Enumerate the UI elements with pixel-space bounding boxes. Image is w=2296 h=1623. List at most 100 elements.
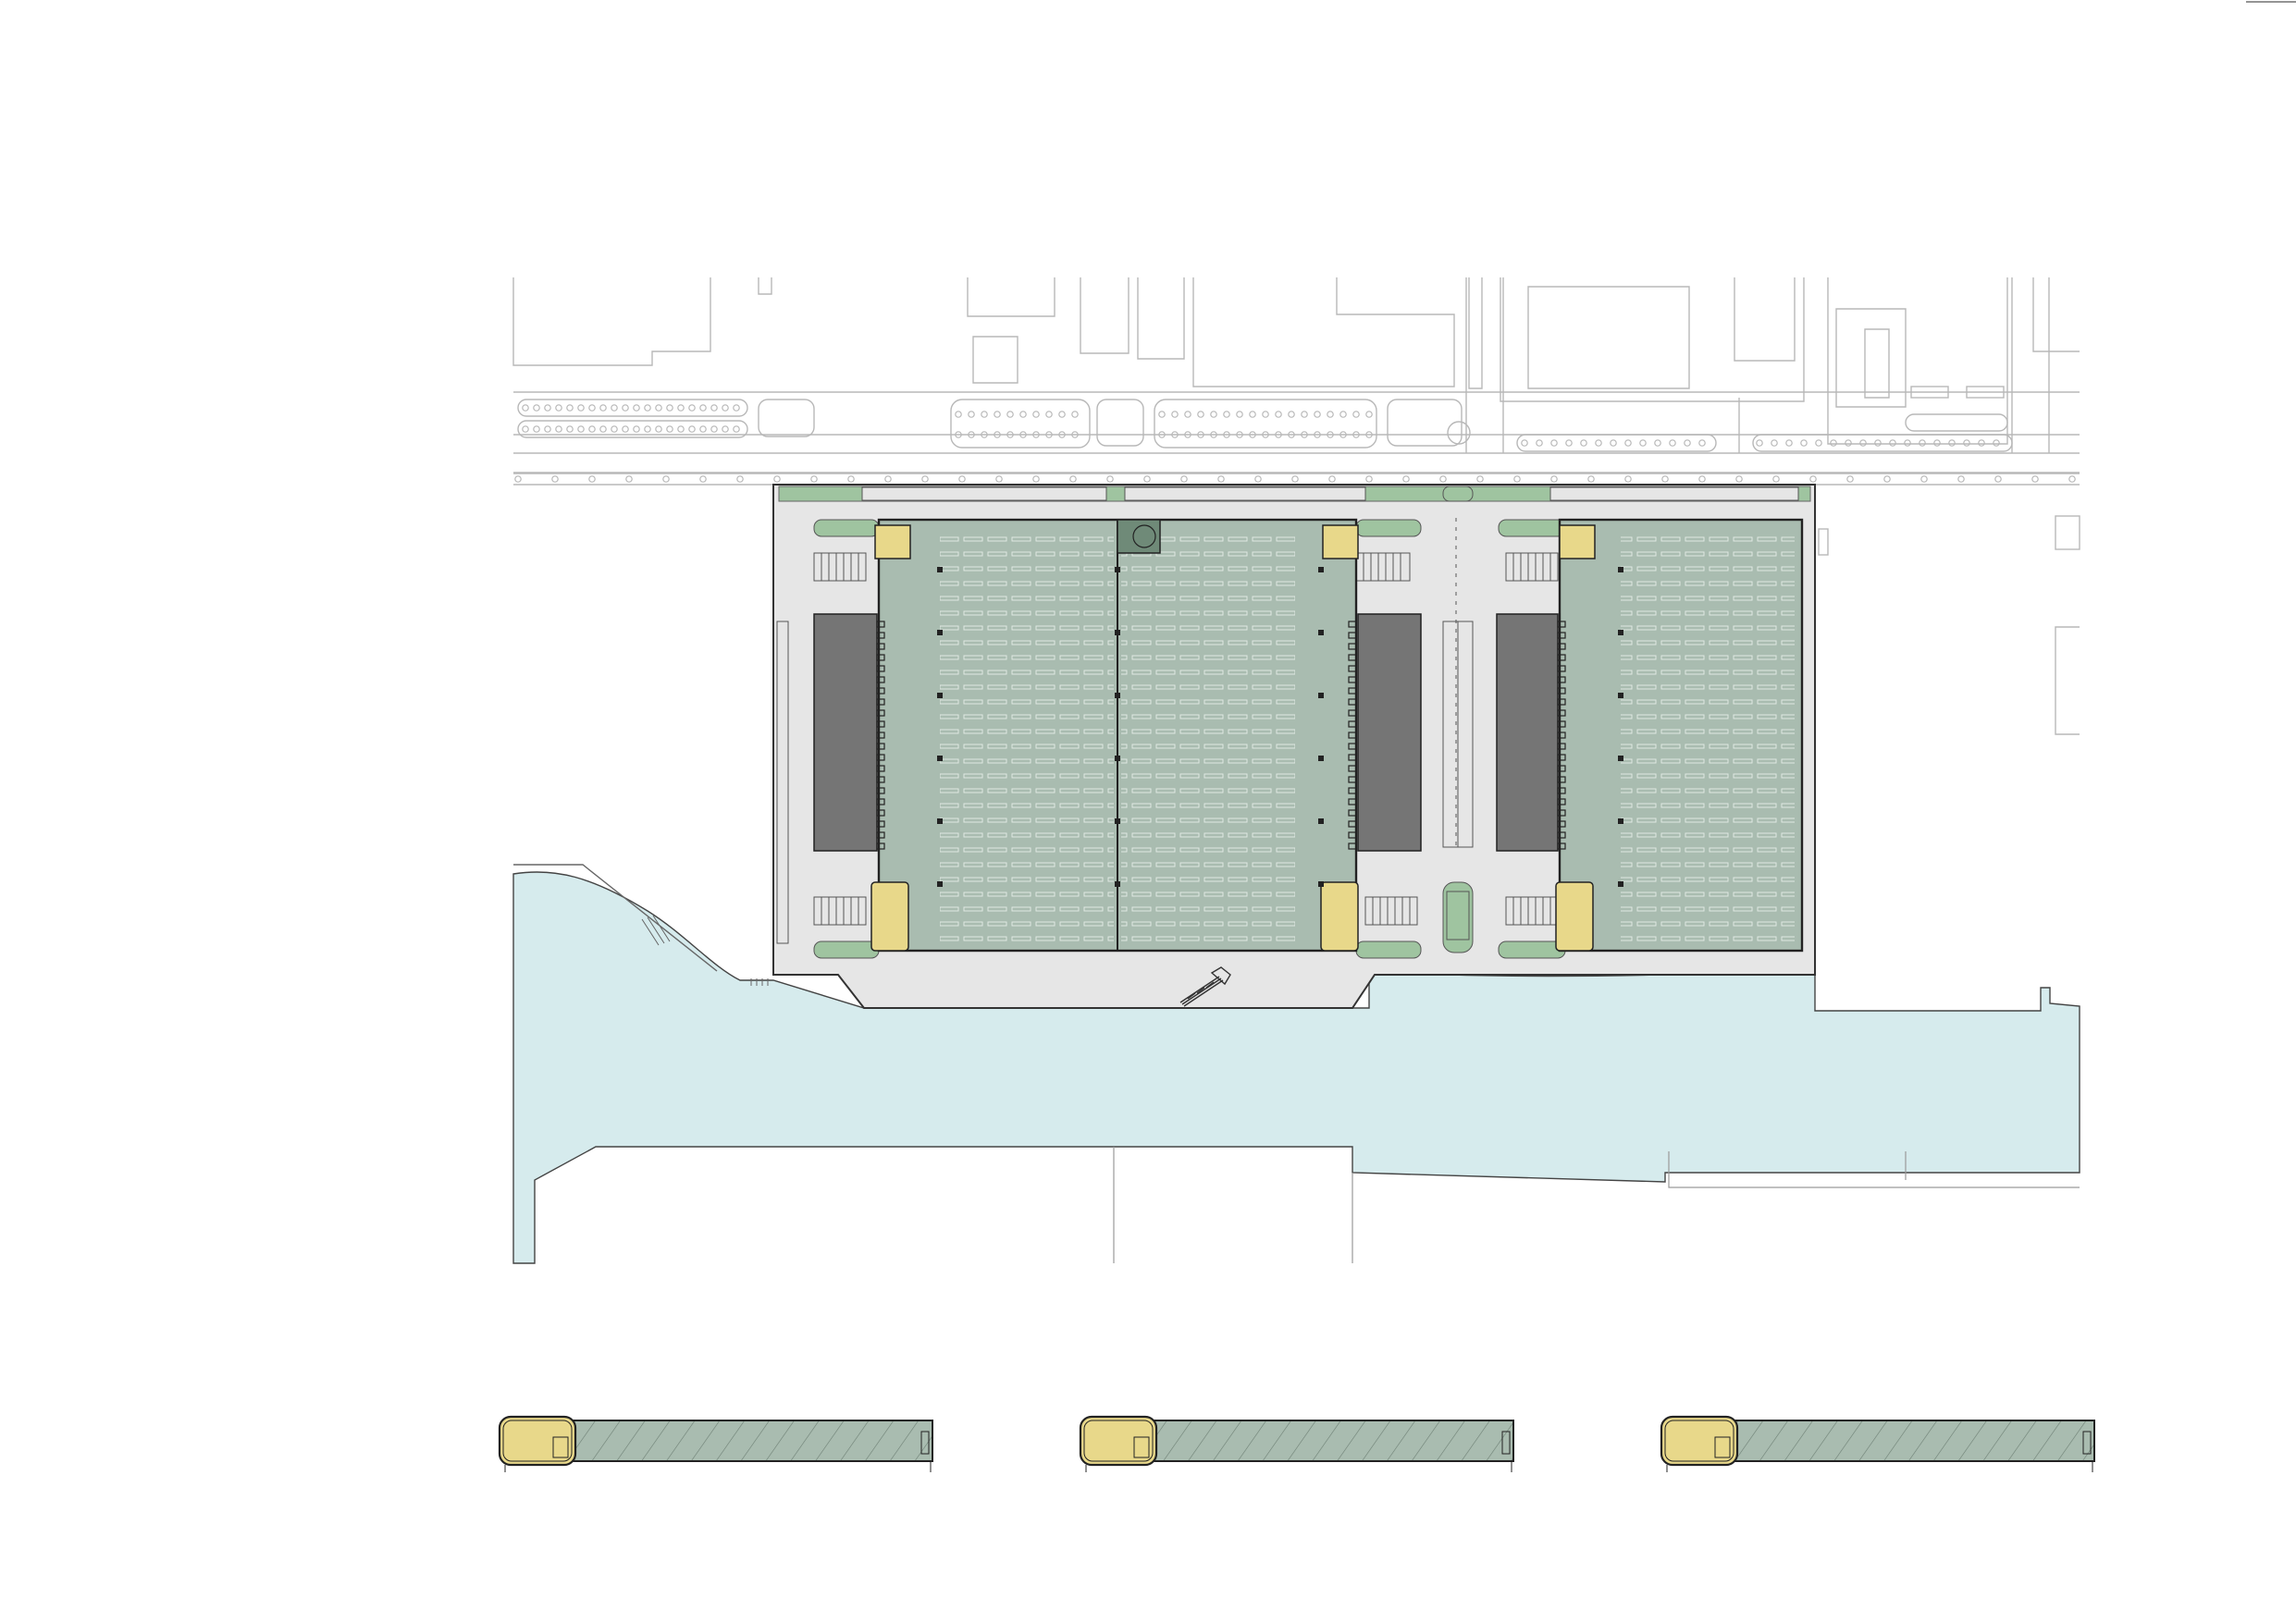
tree-icon xyxy=(1800,439,1808,447)
tree-icon xyxy=(1301,431,1308,438)
elevation-hall xyxy=(1154,1420,1514,1462)
dock-door xyxy=(876,698,885,706)
dock-door xyxy=(1557,765,1566,772)
tree-icon xyxy=(1698,475,1706,483)
tree-icon xyxy=(1957,475,1965,483)
tree-icon xyxy=(1236,431,1243,438)
green-island-6 xyxy=(1498,941,1566,959)
tree-icon xyxy=(1904,439,1911,447)
tree-icon xyxy=(1624,439,1632,447)
tree-icon xyxy=(1171,431,1179,438)
tree-icon xyxy=(514,475,522,483)
tree-icon xyxy=(1210,411,1217,418)
dock-door xyxy=(1348,776,1357,783)
green-island-1 xyxy=(813,519,880,537)
dock-door xyxy=(1557,809,1566,817)
dock-door xyxy=(876,621,885,628)
dock-door xyxy=(1557,632,1566,639)
dock-door xyxy=(1557,654,1566,661)
tree-icon xyxy=(1314,431,1321,438)
tree-icon xyxy=(625,475,633,483)
roundabout xyxy=(1447,421,1471,445)
dock-door xyxy=(1557,732,1566,739)
green-island-2 xyxy=(1355,519,1422,537)
context-building-8 xyxy=(1468,277,1483,389)
tree-icon xyxy=(1288,411,1295,418)
dock-door xyxy=(1348,754,1357,761)
tree-icon xyxy=(1301,411,1308,418)
tree-icon xyxy=(666,425,673,433)
tree-icon xyxy=(1019,431,1027,438)
tree-icon xyxy=(688,404,696,412)
tree-icon xyxy=(1536,439,1543,447)
dock-door xyxy=(876,665,885,672)
dock-door xyxy=(876,776,885,783)
tree-icon xyxy=(1920,475,1928,483)
warehouse-a-racks-right xyxy=(1121,529,1295,941)
tree-icon xyxy=(1919,439,1926,447)
tree-icon xyxy=(1158,411,1166,418)
tree-icon xyxy=(1846,475,1854,483)
tree-icon xyxy=(1045,411,1053,418)
elevation-gate xyxy=(1501,1431,1511,1455)
front-canopy-2 xyxy=(1124,486,1366,501)
warehouse-b-office-south xyxy=(1555,881,1594,952)
column-marker xyxy=(1618,630,1623,635)
tree-icon xyxy=(733,425,740,433)
dock-door xyxy=(1348,621,1357,628)
elevation-drawings xyxy=(498,1415,2095,1472)
tree-icon xyxy=(1587,475,1595,483)
tree-icon xyxy=(1184,431,1191,438)
structural-columns xyxy=(937,567,1623,887)
tree-icon xyxy=(1815,439,1822,447)
tree-icon xyxy=(566,425,574,433)
tree-icon xyxy=(1071,431,1079,438)
stairs-quay xyxy=(750,978,769,986)
context-building-10 xyxy=(1527,286,1690,389)
tree-icon xyxy=(1032,475,1040,483)
logistics-site xyxy=(772,484,1816,1009)
tree-icon xyxy=(710,404,718,412)
tree-icon xyxy=(1171,411,1179,418)
tree-icon xyxy=(1994,475,2002,483)
tree-icon xyxy=(1223,411,1230,418)
tree-icon xyxy=(1327,431,1334,438)
median-10 xyxy=(1905,413,2008,432)
warehouse-b-racks xyxy=(1621,529,1795,941)
tree-icon xyxy=(1249,431,1256,438)
dock-door xyxy=(876,720,885,728)
tree-icon xyxy=(884,475,892,483)
dock-door xyxy=(876,820,885,828)
tree-icon xyxy=(1249,411,1256,418)
tree-icon xyxy=(1143,475,1151,483)
tree-icon xyxy=(1275,431,1282,438)
tree-icon xyxy=(577,404,585,412)
tree-icon xyxy=(1978,439,1985,447)
dock-door xyxy=(1348,632,1357,639)
context-building-13 xyxy=(1835,308,1907,408)
column-marker xyxy=(1318,881,1324,887)
dock-door xyxy=(1348,798,1357,805)
front-canopy-1 xyxy=(861,486,1107,501)
context-building-2 xyxy=(758,277,772,295)
context-building-1 xyxy=(512,277,711,366)
tree-icon xyxy=(1580,439,1587,447)
tree-icon xyxy=(566,404,574,412)
tree-icon xyxy=(555,425,562,433)
tree-icon xyxy=(2031,475,2039,483)
tree-icon xyxy=(1684,439,1691,447)
tree-icon xyxy=(544,425,551,433)
tree-icon xyxy=(1809,475,1817,483)
column-marker xyxy=(1115,630,1120,635)
tree-icon xyxy=(1352,411,1360,418)
tree-icon xyxy=(588,404,596,412)
tree-icon xyxy=(1735,475,1743,483)
tree-icon xyxy=(655,404,662,412)
tree-icon xyxy=(1883,475,1891,483)
dock-door xyxy=(1557,665,1566,672)
column-marker xyxy=(1115,756,1120,761)
dock-door xyxy=(1557,776,1566,783)
dock-door xyxy=(1348,809,1357,817)
warehouse-a-racks-left xyxy=(940,529,1114,941)
column-marker xyxy=(1318,818,1324,824)
